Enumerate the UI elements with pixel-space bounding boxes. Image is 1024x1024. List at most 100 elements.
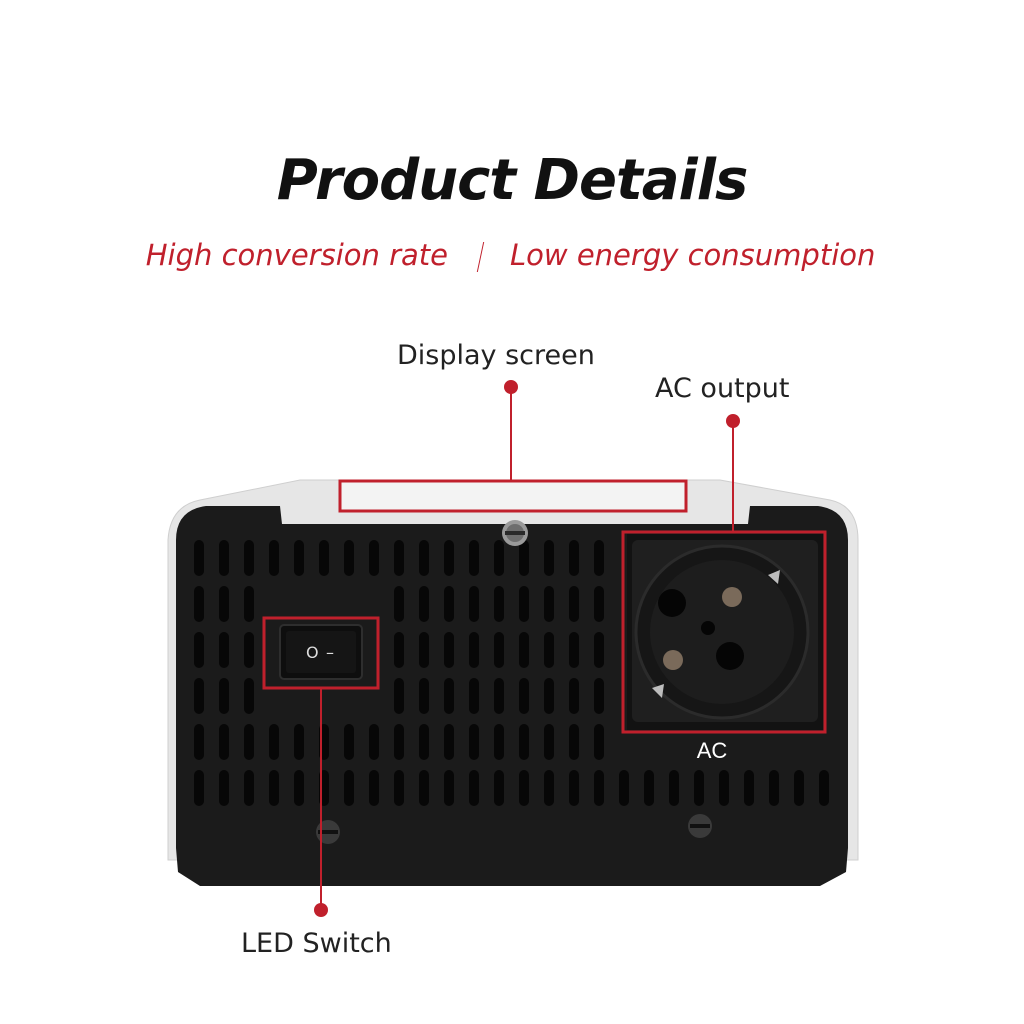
vent-slot [394, 632, 404, 668]
vent-slot [494, 632, 504, 668]
vent-slot [569, 678, 579, 714]
vent-slot [344, 724, 354, 760]
vent-slot [269, 770, 279, 806]
vent-slot [519, 540, 529, 576]
vent-slot [519, 724, 529, 760]
vent-slot [594, 770, 604, 806]
top-screw [502, 520, 528, 546]
vent-slot [244, 724, 254, 760]
vent-slot [219, 770, 229, 806]
vent-slot [519, 770, 529, 806]
vent-slot [544, 540, 554, 576]
led-switch[interactable]: O – [279, 624, 363, 680]
vent-slot [719, 770, 729, 806]
vent-slot [794, 770, 804, 806]
vent-slot [394, 540, 404, 576]
vent-slot [769, 770, 779, 806]
ac-socket[interactable]: AC [627, 534, 823, 763]
vent-slot [544, 586, 554, 622]
display-screen-highlight [338, 479, 688, 513]
vent-slot [369, 770, 379, 806]
vent-slot [419, 678, 429, 714]
vent-slot [594, 678, 604, 714]
vent-slot [694, 770, 704, 806]
vent-slot [594, 540, 604, 576]
vent-slot [569, 770, 579, 806]
page-title: Product Details [276, 148, 749, 213]
vent-slot [544, 632, 554, 668]
vent-slot [444, 632, 454, 668]
vent-slot [419, 586, 429, 622]
vent-slot [269, 724, 279, 760]
vent-slot [394, 770, 404, 806]
vent-slot [594, 632, 604, 668]
callout-led-switch: LED Switch [241, 928, 392, 959]
vent-slot [194, 540, 204, 576]
vent-slot [469, 678, 479, 714]
vent-slot [244, 770, 254, 806]
vent-slot [419, 540, 429, 576]
vent-slot [469, 632, 479, 668]
vent-slot [269, 540, 279, 576]
vent-slot [294, 770, 304, 806]
vent-slot [394, 586, 404, 622]
vent-slot [194, 678, 204, 714]
vent-slot [219, 540, 229, 576]
vent-slot [369, 540, 379, 576]
vent-slot [419, 632, 429, 668]
vent-slot [594, 586, 604, 622]
vent-slot [494, 586, 504, 622]
vent-slot [494, 724, 504, 760]
vent-slot [294, 724, 304, 760]
vent-slot [219, 724, 229, 760]
vent-slot [569, 724, 579, 760]
display-screen-dot [504, 380, 518, 394]
vent-slot [644, 770, 654, 806]
vent-slot [294, 540, 304, 576]
vent-slot [319, 540, 329, 576]
ac-output-dot [726, 414, 740, 428]
vent-slot [469, 586, 479, 622]
vent-slot [219, 586, 229, 622]
display-screen [340, 481, 686, 511]
vent-slot [619, 770, 629, 806]
vent-slot [569, 540, 579, 576]
vent-slot [244, 540, 254, 576]
vent-slot [669, 770, 679, 806]
vent-slot [744, 770, 754, 806]
vent-slot [544, 724, 554, 760]
vent-slot [194, 770, 204, 806]
vent-slot [244, 632, 254, 668]
vent-slot [569, 586, 579, 622]
vent-slot [519, 586, 529, 622]
vent-slot [544, 678, 554, 714]
vent-slot [519, 678, 529, 714]
subtitle-conversion: High conversion rate [145, 238, 448, 272]
vent-slot [394, 678, 404, 714]
vent-slot [244, 586, 254, 622]
bottom-screw-left [316, 820, 340, 844]
switch-off-glyph: – [326, 643, 334, 662]
vent-slot [594, 724, 604, 760]
vent-slot [344, 540, 354, 576]
vent-slot [419, 770, 429, 806]
vent-slot [444, 678, 454, 714]
vent-slot [244, 678, 254, 714]
vent-slot [444, 540, 454, 576]
vent-slot [494, 678, 504, 714]
vent-slot [494, 540, 504, 576]
vent-slot [544, 770, 554, 806]
vent-slot [394, 724, 404, 760]
vent-slot [444, 724, 454, 760]
vent-slot [419, 724, 429, 760]
vent-slot [444, 586, 454, 622]
ac-output-highlight [621, 530, 827, 734]
vent-slot [469, 540, 479, 576]
vent-slot [494, 770, 504, 806]
vent-slot [469, 724, 479, 760]
vent-slot [194, 724, 204, 760]
vent-slot [194, 632, 204, 668]
subtitle-energy: Low energy consumption [510, 238, 876, 272]
vent-slot [519, 632, 529, 668]
